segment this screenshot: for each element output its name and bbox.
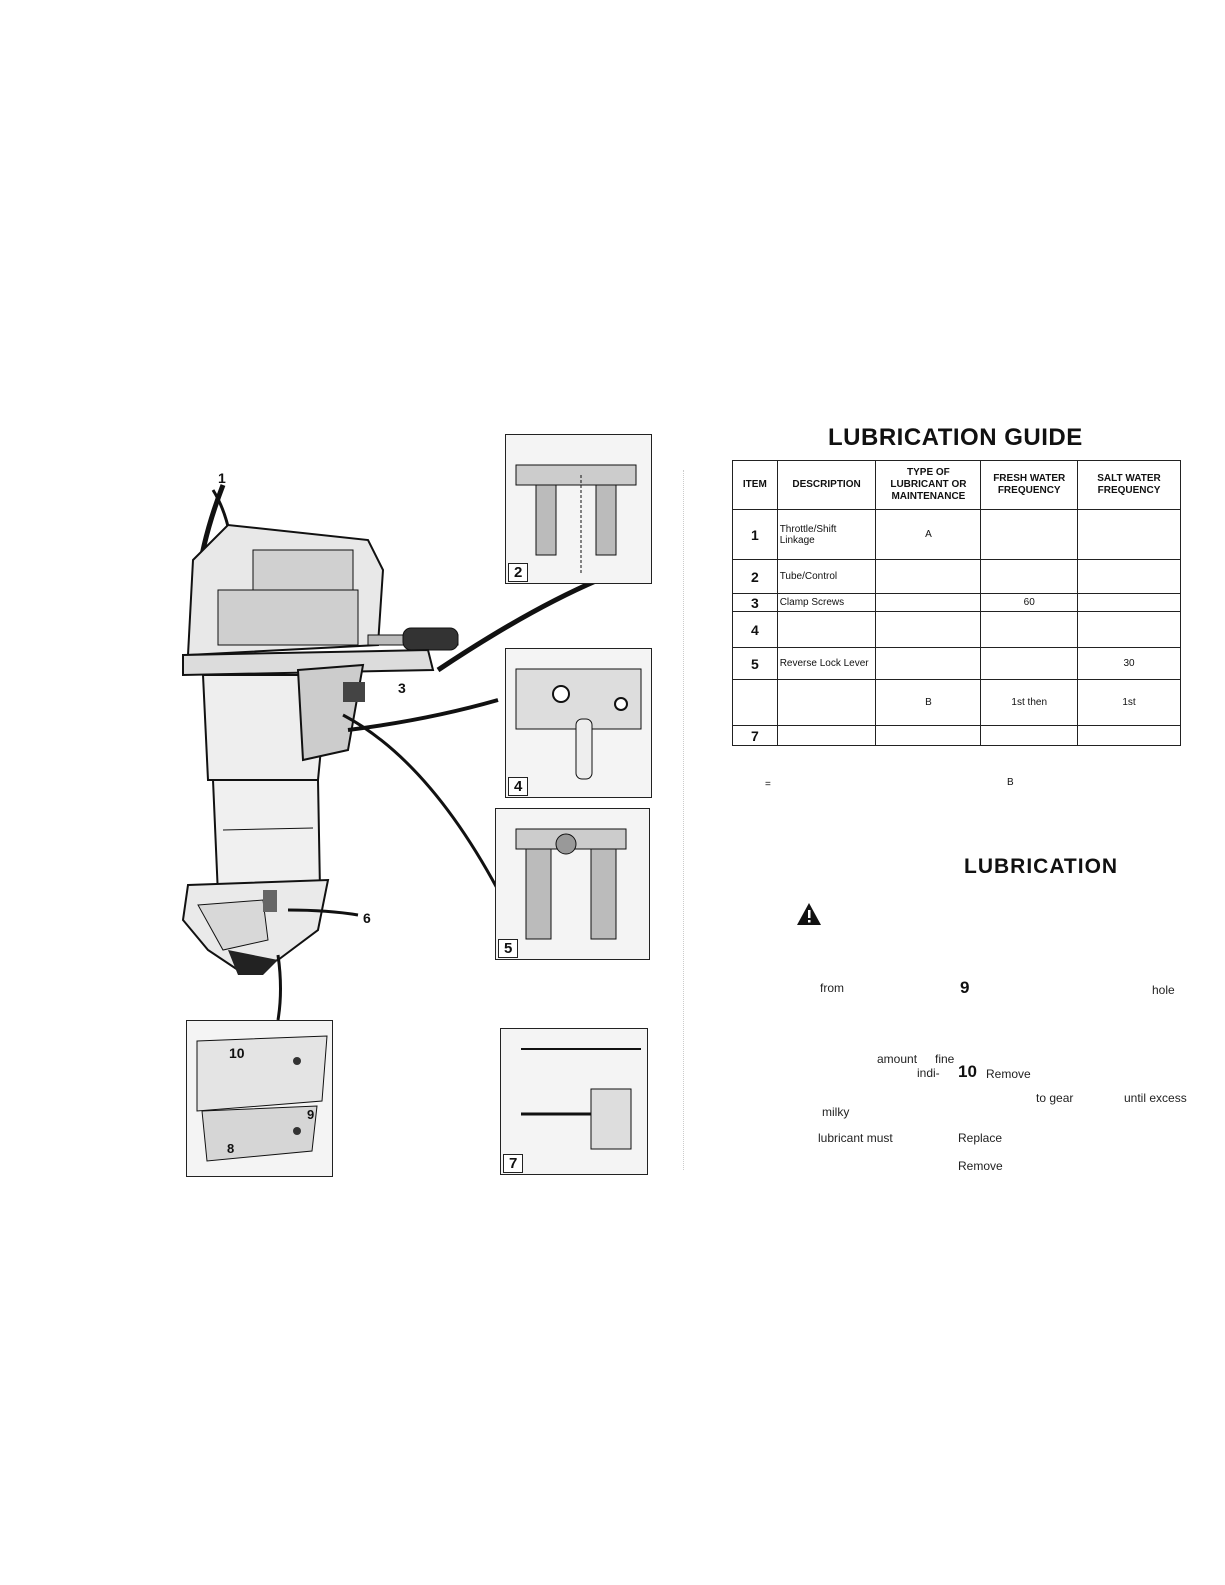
header-item: ITEM [732,460,778,510]
table-row: 5 Reverse Lock Lever 30 [732,647,1181,680]
inset-4-label: 4 [508,777,529,796]
cell-salt [1077,611,1181,648]
callout-6: 6 [363,910,371,926]
cell-fresh [980,725,1079,746]
callout-3: 3 [398,680,406,696]
lubrication-table: ITEM DESCRIPTION TYPE OF LUBRICANT OR MA… [732,460,1181,746]
text-indi: indi- [917,1066,940,1080]
cell-lubricant [875,725,982,746]
cell-description [776,725,877,746]
cell-lubricant [875,593,982,612]
cell-description: Throttle/Shift Linkage [776,509,877,560]
linkage-detail-drawing [515,464,637,575]
cell-fresh [980,509,1079,560]
cell-item: 4 [732,611,778,648]
inset-7-label: 7 [503,1154,524,1173]
cell-item: 7 [732,725,778,746]
text-until-excess: until excess [1124,1091,1187,1105]
cell-description: Tube/Control [776,559,877,594]
warning-icon [797,903,821,925]
cell-description [776,611,877,648]
cell-lubricant: A [875,509,982,560]
cell-fresh: 60 [980,593,1079,612]
cell-lubricant: B [875,679,982,726]
cell-salt [1077,559,1181,594]
cell-item: 2 [732,559,778,594]
cell-fresh: 1st then [980,679,1079,726]
cell-lubricant [875,611,982,648]
step-number-10: 10 [958,1062,977,1081]
table-row: 3 Clamp Screws 60 [732,593,1181,612]
table-row: 2 Tube/Control [732,559,1181,594]
detail-4-drawing [515,668,642,780]
text-amount: amount [877,1052,918,1066]
cell-description: Reverse Lock Lever [776,647,877,680]
inset-2-label: 2 [508,563,529,582]
table-row: 7 [732,725,1181,746]
text-remove-2: Remove [958,1159,1003,1173]
callout-10: 10 [229,1045,245,1061]
inset-5-label: 5 [498,939,519,958]
footnote-equals: = [765,779,771,790]
inset-7: 7 [500,1028,648,1175]
cell-salt [1077,593,1181,612]
table-header-row: ITEM DESCRIPTION TYPE OF LUBRICANT OR MA… [732,460,1181,510]
step-number-9: 9 [960,978,970,997]
cell-lubricant [875,559,982,594]
header-salt-water: SALT WATER FREQUENCY [1077,460,1181,510]
table-row: 1 Throttle/Shift Linkage A [732,509,1181,560]
inset-gearcase: 10 9 8 [186,1020,333,1177]
cell-item: 5 [732,647,778,680]
cell-lubricant [875,647,982,680]
anode-detail-drawing [521,1048,641,1150]
motor-illustration: 1 3 6 2 4 5 [168,430,668,1205]
inset-2: 2 [505,434,652,584]
callout-8: 8 [227,1141,235,1156]
cell-fresh [980,611,1079,648]
header-description: DESCRIPTION [776,460,877,510]
text-replace: Replace [958,1131,1003,1145]
cell-salt: 1st [1077,679,1181,726]
text-from: from [820,981,844,995]
text-to-gear: to gear [1036,1091,1074,1105]
text-milky: milky [822,1105,850,1119]
inset-5: 5 [495,808,650,960]
callout-1: 1 [218,470,226,486]
page-divider [683,470,685,1170]
text-lubricant-must: lubricant must [818,1131,893,1145]
cell-fresh [980,559,1079,594]
page-title: LUBRICATION GUIDE [828,424,1083,451]
header-fresh-water: FRESH WATER FREQUENCY [980,460,1079,510]
callout-9: 9 [307,1107,315,1122]
outboard-motor-drawing [181,484,599,1021]
cell-item [732,679,778,726]
cell-salt: 30 [1077,647,1181,680]
cell-fresh [980,647,1079,680]
section-heading: LUBRICATION [964,855,1119,878]
header-lubricant: TYPE OF LUBRICANT OR MAINTENANCE [875,460,982,510]
cell-salt [1077,725,1181,746]
footnote-b: B [1007,777,1014,788]
text-remove-1: Remove [986,1067,1031,1081]
text-hole: hole [1152,983,1175,997]
text-fine: fine [935,1052,955,1066]
cell-salt [1077,509,1181,560]
cell-item: 3 [732,593,778,612]
gearcase-drawing [196,1035,328,1162]
cell-description: Clamp Screws [776,593,877,612]
cell-description [776,679,877,726]
table-row: B 1st then 1st [732,679,1181,726]
inset-4: 4 [505,648,652,798]
reverse-lock-drawing [515,828,627,940]
table-row: 4 [732,611,1181,648]
cell-item: 1 [732,509,778,560]
